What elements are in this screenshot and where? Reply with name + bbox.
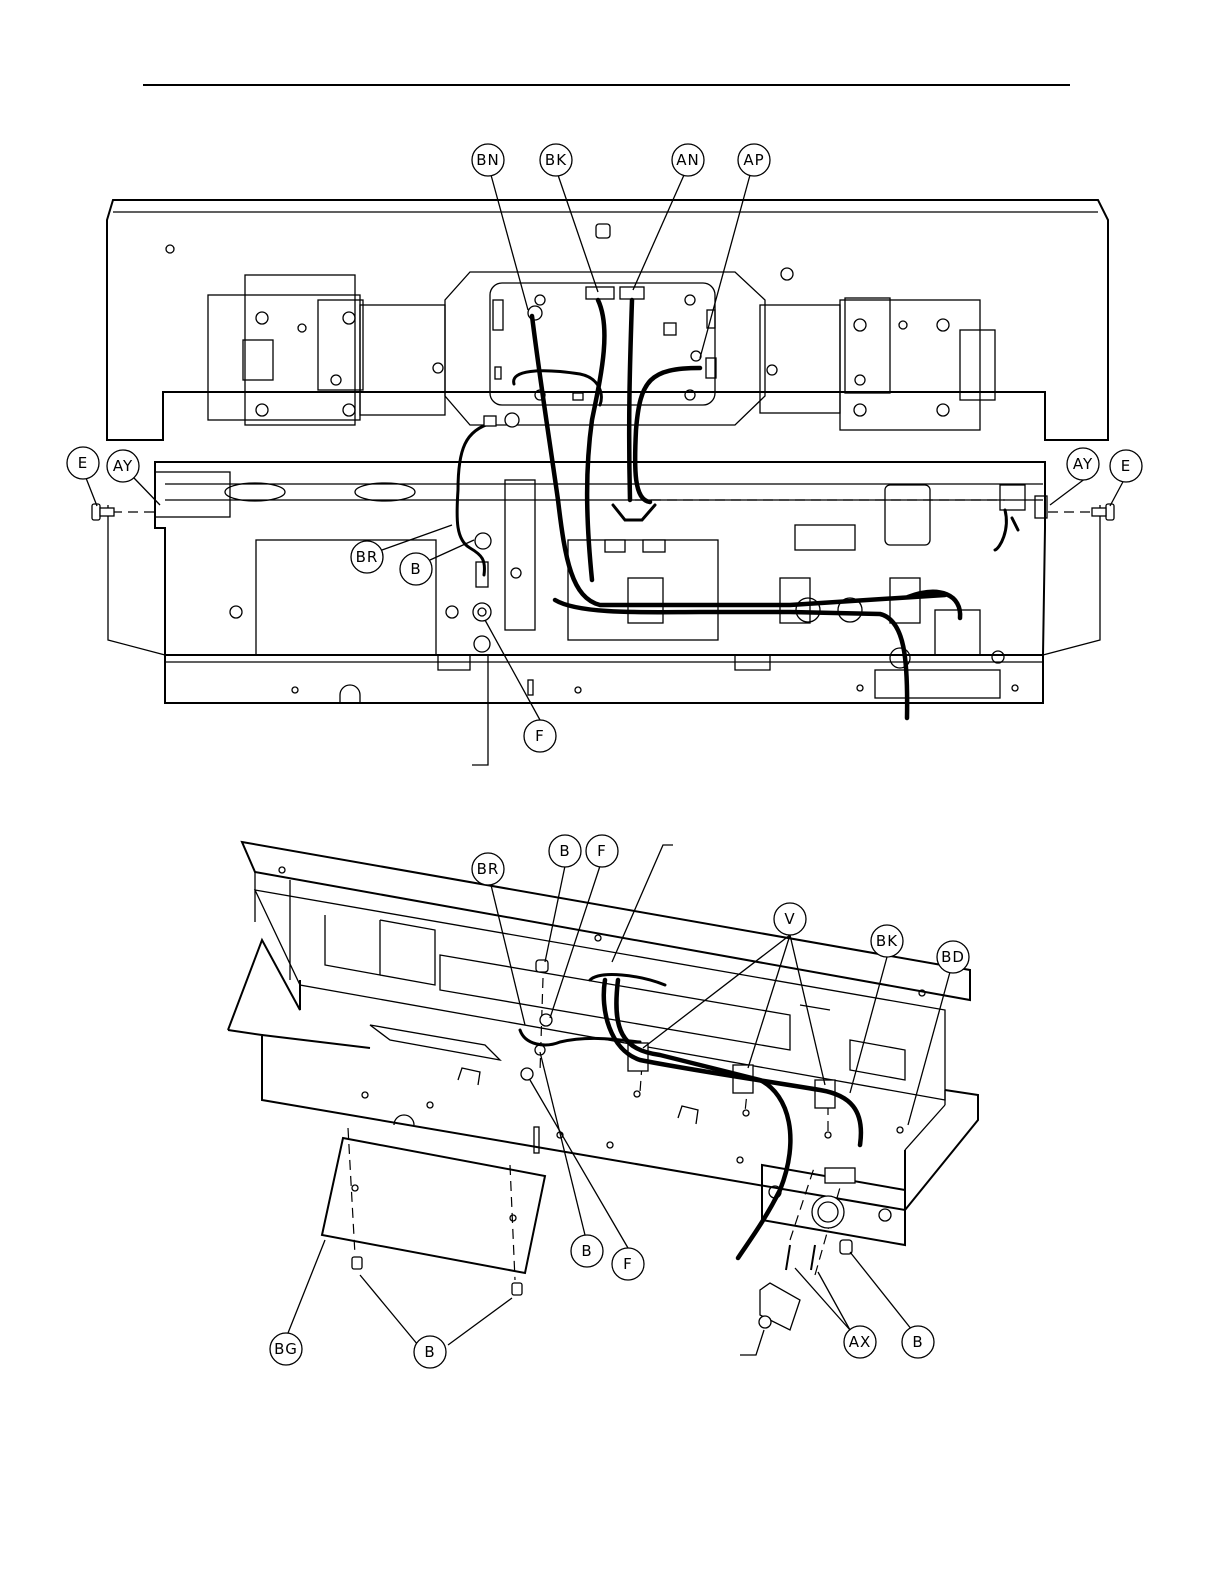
callout-ay-left: AY [107, 450, 139, 482]
callout-label: AP [743, 151, 764, 169]
callout-label: AX [849, 1333, 872, 1351]
callout-label: BK [876, 932, 898, 950]
callout-b-bottom-2: B [571, 1235, 603, 1267]
callout-label: AY [1073, 455, 1093, 473]
callout-label: F [535, 727, 545, 745]
callout-b-bottom-3: B [414, 1336, 446, 1368]
callout-bk-bottom: BK [871, 925, 903, 957]
callout-ay-right: AY [1067, 448, 1099, 480]
callout-br-top: BR [351, 541, 383, 573]
callout-bd-bottom: BD [937, 941, 969, 973]
callout-label: E [78, 454, 88, 472]
bottom-view [228, 842, 978, 1355]
callout-f-bottom-2: F [612, 1248, 644, 1280]
callout-br-bottom: BR [472, 853, 504, 885]
callout-f-top: F [524, 720, 556, 752]
callout-label: BR [477, 860, 500, 878]
callout-label: B [424, 1343, 435, 1361]
callout-v-bottom: V [774, 903, 806, 935]
callout-label: BG [274, 1340, 298, 1358]
callout-bn-top: BN [472, 144, 504, 176]
callout-f-bottom-1: F [586, 835, 618, 867]
callout-b-top: B [400, 553, 432, 585]
callout-label: B [912, 1333, 923, 1351]
callout-e-right: E [1110, 450, 1142, 482]
callout-label: AN [676, 151, 699, 169]
callout-label: F [597, 842, 607, 860]
callout-bg-bottom: BG [270, 1333, 302, 1365]
callout-ax-bottom: AX [844, 1326, 876, 1358]
callout-label: B [410, 560, 421, 578]
callout-label: AY [113, 457, 133, 475]
callout-label: BD [941, 948, 965, 966]
callout-bk-top: BK [540, 144, 572, 176]
callout-an-top: AN [672, 144, 704, 176]
callout-b-bottom-4: B [902, 1326, 934, 1358]
callout-label: F [623, 1255, 633, 1273]
callout-e-left: E [67, 447, 99, 479]
callout-label: V [784, 910, 795, 928]
callout-label: BR [356, 548, 379, 566]
callout-label: BN [476, 151, 500, 169]
callout-label: B [559, 842, 570, 860]
top-view [92, 200, 1114, 765]
callout-label: B [581, 1242, 592, 1260]
callout-b-bottom-1: B [549, 835, 581, 867]
callout-label: BK [545, 151, 567, 169]
callout-label: E [1121, 457, 1131, 475]
callout-ap-top: AP [738, 144, 770, 176]
